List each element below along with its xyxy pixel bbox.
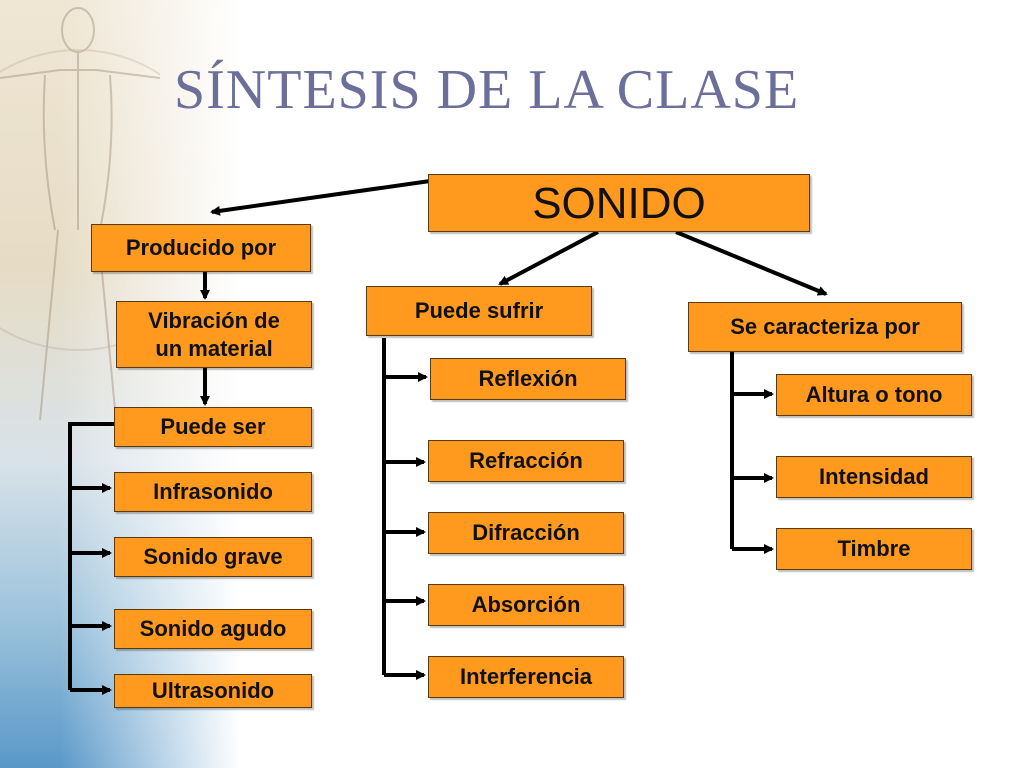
root-node-sonido: SONIDO [428, 174, 810, 232]
node-puede-ser: Puede ser [114, 407, 312, 447]
arrow-root-to-caracteriza [675, 230, 828, 296]
node-infrasonido: Infrasonido [114, 472, 312, 512]
node-difraccion: Difracción [428, 512, 624, 554]
slide-title: SÍNTESIS DE LA CLASE [174, 59, 800, 121]
node-ultrasonido: Ultrasonido [114, 674, 312, 708]
node-reflexion: Reflexión [430, 358, 626, 400]
arrow-root-to-puede-sufrir [498, 230, 599, 286]
node-intensidad: Intensidad [776, 456, 972, 498]
node-interferencia: Interferencia [428, 656, 624, 698]
node-refraccion: Refracción [428, 440, 624, 482]
node-vibracion: Vibración de un material [116, 301, 312, 368]
bracket-types [68, 422, 114, 690]
node-producido-por: Producido por [91, 224, 311, 272]
node-puede-sufrir: Puede sufrir [366, 286, 592, 336]
node-absorcion: Absorción [428, 584, 624, 626]
node-altura-tono: Altura o tono [776, 374, 972, 416]
node-sonido-agudo: Sonido agudo [114, 609, 312, 649]
node-timbre: Timbre [776, 528, 972, 570]
node-sonido-grave: Sonido grave [114, 537, 312, 577]
arrow-root-to-producido [210, 179, 431, 216]
node-se-caracteriza: Se caracteriza por [688, 302, 962, 352]
vitruvian-sketch-image [0, 7, 160, 421]
